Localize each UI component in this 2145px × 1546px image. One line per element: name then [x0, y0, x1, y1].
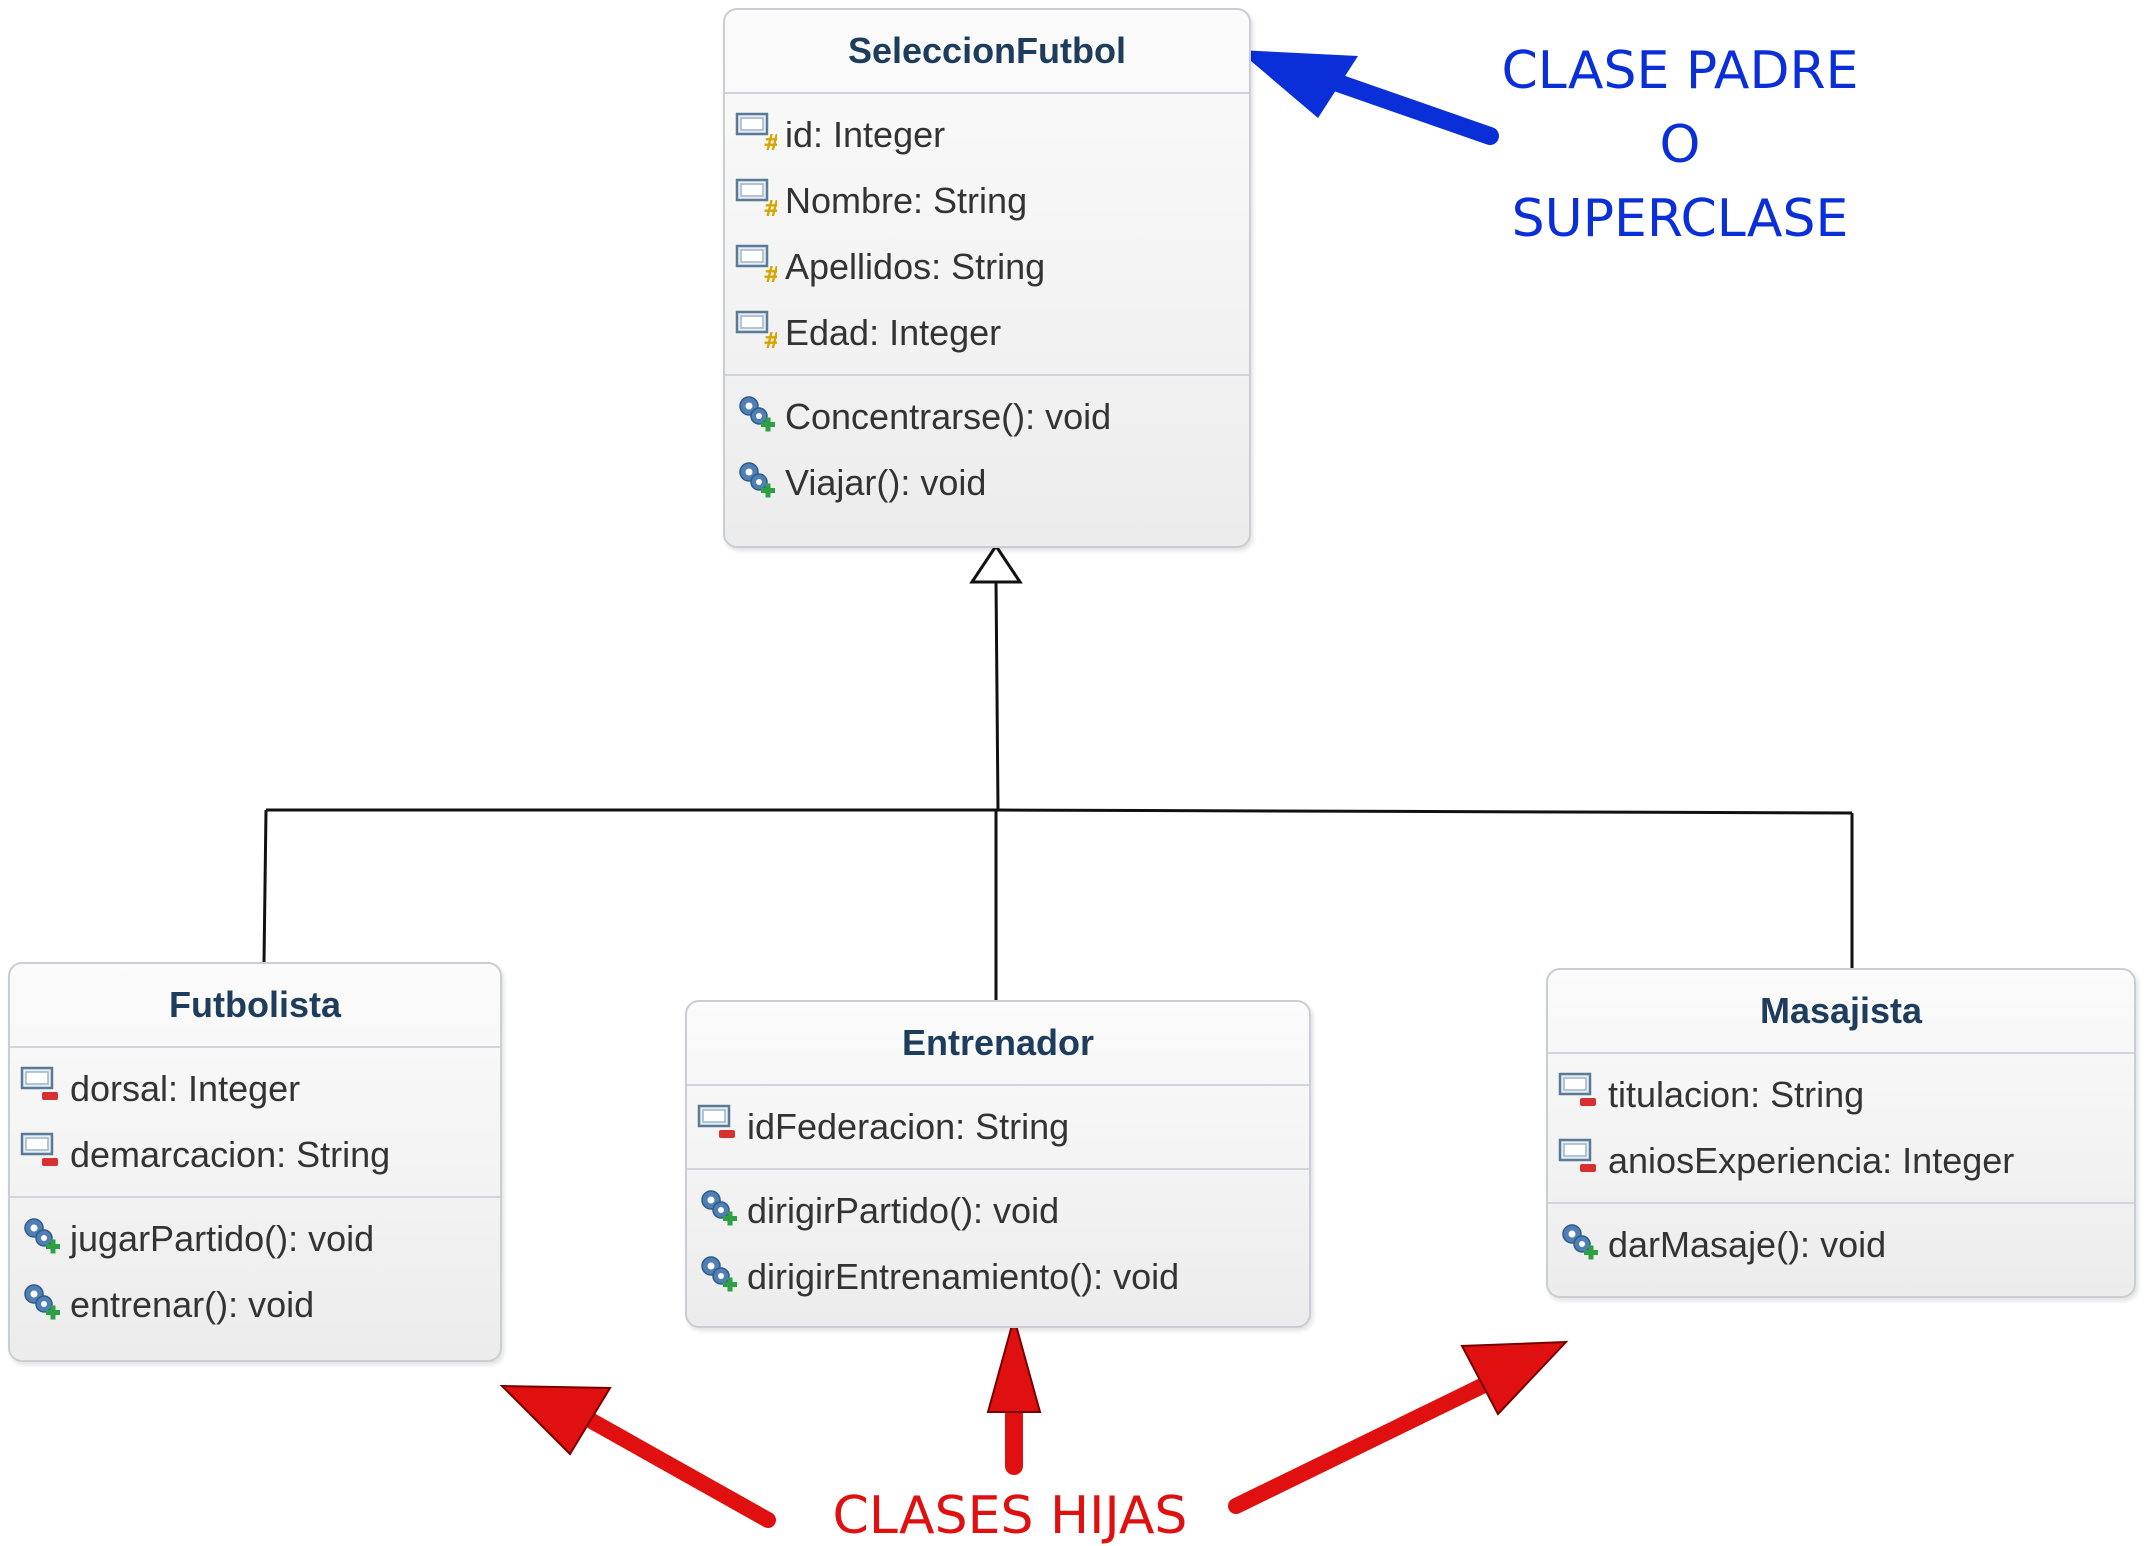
method-row: dirigirEntrenamiento(): void	[687, 1244, 1309, 1310]
attribute-list: dorsal: Integer demarcacion: String	[10, 1048, 500, 1198]
field-protected-icon: #	[735, 176, 785, 227]
method-public-icon	[697, 1252, 747, 1303]
attribute-row: aniosExperiencia: Integer	[1548, 1128, 2134, 1194]
method-public-icon	[20, 1280, 70, 1331]
inheritance-trunk	[994, 579, 1000, 811]
method-public-icon	[735, 458, 785, 509]
child-arrow-masajista	[1228, 1340, 1569, 1514]
class-name: Masajista	[1548, 970, 2134, 1054]
field-protected-icon: #	[735, 110, 785, 161]
method-row: jugarPartido(): void	[10, 1206, 500, 1272]
method-list: darMasaje(): void	[1548, 1204, 2134, 1286]
field-protected-icon: #	[735, 308, 785, 359]
field-private-icon	[20, 1130, 70, 1181]
method-list: dirigirPartido(): void dirigirEntrenamie…	[687, 1170, 1309, 1318]
attribute-list: titulacion: String aniosExperiencia: Int…	[1548, 1054, 2134, 1204]
class-name: SeleccionFutbol	[725, 10, 1249, 94]
class-name: Futbolista	[10, 964, 500, 1048]
attribute-row: #id: Integer	[725, 102, 1249, 168]
field-private-icon	[697, 1102, 747, 1153]
class-box-entrenador[interactable]: Entrenador idFederacion: String dirigirP…	[685, 1000, 1311, 1328]
attribute-list: #id: Integer #Nombre: String #Apellidos:…	[725, 94, 1249, 376]
field-private-icon	[1558, 1070, 1608, 1121]
method-row: darMasaje(): void	[1548, 1212, 2134, 1278]
note-line: CLASE PADRE	[1501, 41, 1859, 101]
attribute-row: #Nombre: String	[725, 168, 1249, 234]
field-private-icon	[1558, 1136, 1608, 1187]
parent-arrow	[1238, 50, 1499, 145]
svg-text:#: #	[763, 263, 777, 284]
method-public-icon	[20, 1214, 70, 1265]
method-row: Viajar(): void	[725, 450, 1249, 516]
svg-text:#: #	[763, 329, 777, 350]
field-protected-icon: #	[735, 242, 785, 293]
child-arrow-futbolista	[499, 1384, 776, 1528]
child-classes-note: CLASES HIJAS	[832, 1486, 1188, 1546]
generalization-arrowhead	[969, 543, 1023, 584]
method-public-icon	[697, 1186, 747, 1237]
class-box-masajista[interactable]: Masajista titulacion: String aniosExperi…	[1546, 968, 2136, 1298]
attribute-list: idFederacion: String	[687, 1086, 1309, 1170]
attribute-row: idFederacion: String	[687, 1094, 1309, 1160]
method-list: jugarPartido(): void entrenar(): void	[10, 1198, 500, 1346]
svg-text:#: #	[763, 131, 777, 152]
class-name: Entrenador	[687, 1002, 1309, 1086]
attribute-row: #Edad: Integer	[725, 300, 1249, 366]
method-row: dirigirPartido(): void	[687, 1178, 1309, 1244]
attribute-row: titulacion: String	[1548, 1062, 2134, 1128]
parent-class-note: CLASE PADRE O SUPERCLASE	[1440, 34, 1920, 256]
class-box-seleccionfutbol[interactable]: SeleccionFutbol #id: Integer #Nombre: St…	[723, 8, 1251, 548]
note-line: SUPERCLASE	[1511, 189, 1849, 249]
inheritance-bar-right	[997, 808, 1853, 815]
method-public-icon	[1558, 1220, 1608, 1271]
attribute-row: demarcacion: String	[10, 1122, 500, 1188]
field-private-icon	[20, 1064, 70, 1115]
note-line: O	[1659, 115, 1701, 175]
child-arrow-entrenador	[986, 1314, 1042, 1475]
class-box-futbolista[interactable]: Futbolista dorsal: Integer demarcacion: …	[8, 962, 502, 1362]
method-list: Concentrarse(): void Viajar(): void	[725, 376, 1249, 524]
method-row: entrenar(): void	[10, 1272, 500, 1338]
method-row: Concentrarse(): void	[725, 384, 1249, 450]
svg-text:#: #	[763, 197, 777, 218]
attribute-row: #Apellidos: String	[725, 234, 1249, 300]
attribute-row: dorsal: Integer	[10, 1056, 500, 1122]
inheritance-branch-futbolista	[262, 809, 268, 963]
method-public-icon	[735, 392, 785, 443]
